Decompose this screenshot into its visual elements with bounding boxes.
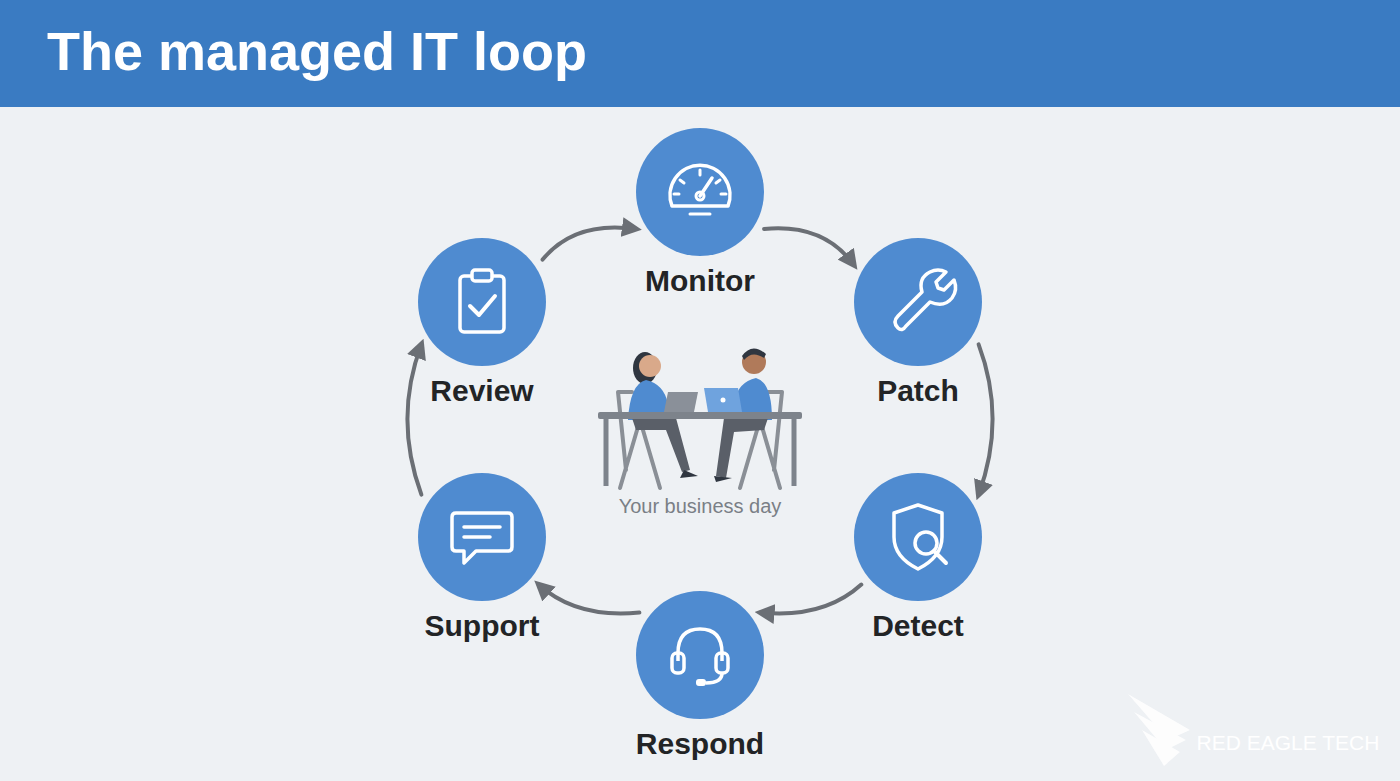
step-circle: Support xyxy=(418,473,546,601)
cycle-arrow xyxy=(764,228,854,265)
step-label: Respond xyxy=(636,727,764,761)
step-label: Patch xyxy=(877,374,959,408)
cycle-arrow xyxy=(543,227,636,259)
step-circle: Review xyxy=(418,238,546,366)
step-label: Review xyxy=(430,374,533,408)
step-icon xyxy=(636,591,764,719)
step-circle: Monitor xyxy=(636,128,764,256)
cycle-arrow xyxy=(761,585,862,614)
caption-text: Your business day xyxy=(619,495,782,518)
step-label: Monitor xyxy=(645,264,755,298)
cycle-arrow xyxy=(979,344,993,494)
step-icon xyxy=(854,238,982,366)
title: The managed IT loop xyxy=(47,18,587,84)
cycle-arrow xyxy=(539,585,640,614)
step-icon xyxy=(636,128,764,256)
step-icon xyxy=(418,473,546,601)
step-label: Detect xyxy=(872,609,964,643)
step-circle: Detect xyxy=(854,473,982,601)
cycle-arrow xyxy=(407,344,421,494)
watermark: RED EAGLE TECH xyxy=(1197,731,1380,755)
step-label: Support xyxy=(425,609,540,643)
step-icon xyxy=(418,238,546,366)
step-circle: Respond xyxy=(636,591,764,719)
step-circle: Patch xyxy=(854,238,982,366)
step-icon xyxy=(854,473,982,601)
